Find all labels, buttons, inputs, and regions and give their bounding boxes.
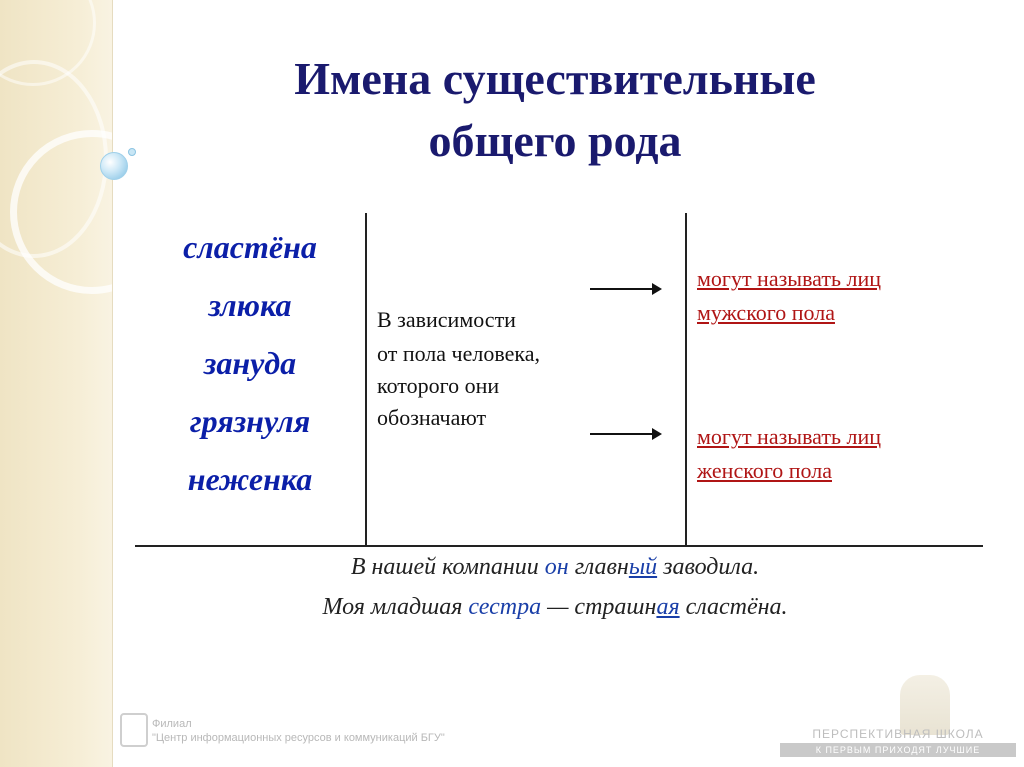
example-ending: ая	[656, 594, 680, 620]
footer-line: Филиал	[152, 718, 192, 730]
footer-branch-info: Филиал "Центр информационных ресурсов и …	[120, 713, 540, 753]
noun-item: грязнуля	[189, 403, 311, 439]
noun-list: сластёна злюка зануда грязнуля неженка	[150, 218, 350, 508]
example-sentence: В нашей компании он главный заводила.	[170, 554, 940, 581]
example-text: заводила.	[657, 554, 760, 580]
female-gender-description: могут называть лиц женского пола	[697, 420, 977, 488]
noun-item: зануда	[203, 345, 297, 381]
decorative-side-strip	[0, 0, 113, 767]
example-sentence: Моя младшая сестра — страшная сластёна.	[170, 594, 940, 621]
school-logo: ПЕРСПЕКТИВНАЯ ШКОЛА К ПЕРВЫМ ПРИХОДЯТ ЛУ…	[780, 675, 1016, 760]
example-text: Моя младшая	[322, 594, 469, 620]
footer-line: "Центр информационных ресурсов и коммуни…	[152, 732, 445, 744]
example-text: В нашей компании	[350, 554, 545, 580]
example-highlight: он	[544, 554, 569, 580]
school-motto: К ПЕРВЫМ ПРИХОДЯТ ЛУЧШИЕ	[780, 743, 1016, 757]
dependency-line: от пола человека,	[377, 341, 541, 366]
example-text: главн	[568, 554, 629, 580]
noun-item: злюка	[208, 287, 292, 323]
dependency-line: обозначают	[377, 405, 487, 430]
male-gender-description: могут называть лиц мужского пола	[697, 262, 977, 330]
example-ending: ый	[628, 554, 658, 580]
column-divider	[365, 213, 367, 546]
example-text: — страшн	[541, 594, 657, 620]
example-text: сластёна.	[679, 594, 788, 620]
dependency-line: В зависимости	[377, 307, 516, 332]
arrow-right-icon	[590, 283, 662, 295]
description-line: могут называть лиц	[697, 266, 882, 291]
statue-icon	[900, 675, 950, 735]
description-line: мужского пола	[697, 300, 835, 325]
arrow-right-icon	[590, 428, 662, 440]
example-highlight: сестра	[468, 594, 542, 620]
description-line: могут называть лиц	[697, 424, 882, 449]
description-line: женского пола	[697, 458, 832, 483]
title-line: общего рода	[428, 115, 682, 166]
noun-item: сластёна	[183, 229, 317, 265]
noun-item: неженка	[187, 461, 313, 497]
dependency-text: В зависимости от пола человека, которого…	[377, 302, 617, 434]
title-line: Имена существительные	[294, 53, 816, 104]
bubble-icon	[128, 148, 136, 156]
slide-title: Имена существительные общего рода	[130, 48, 980, 172]
bubble-icon	[100, 152, 128, 180]
footer-text: Филиал "Центр информационных ресурсов и …	[152, 717, 445, 745]
column-divider	[685, 213, 687, 546]
branch-logo-icon	[120, 713, 148, 747]
table-bottom-rule	[135, 545, 983, 547]
school-name: ПЕРСПЕКТИВНАЯ ШКОЛА	[812, 727, 984, 741]
dependency-line: которого они	[377, 373, 500, 398]
